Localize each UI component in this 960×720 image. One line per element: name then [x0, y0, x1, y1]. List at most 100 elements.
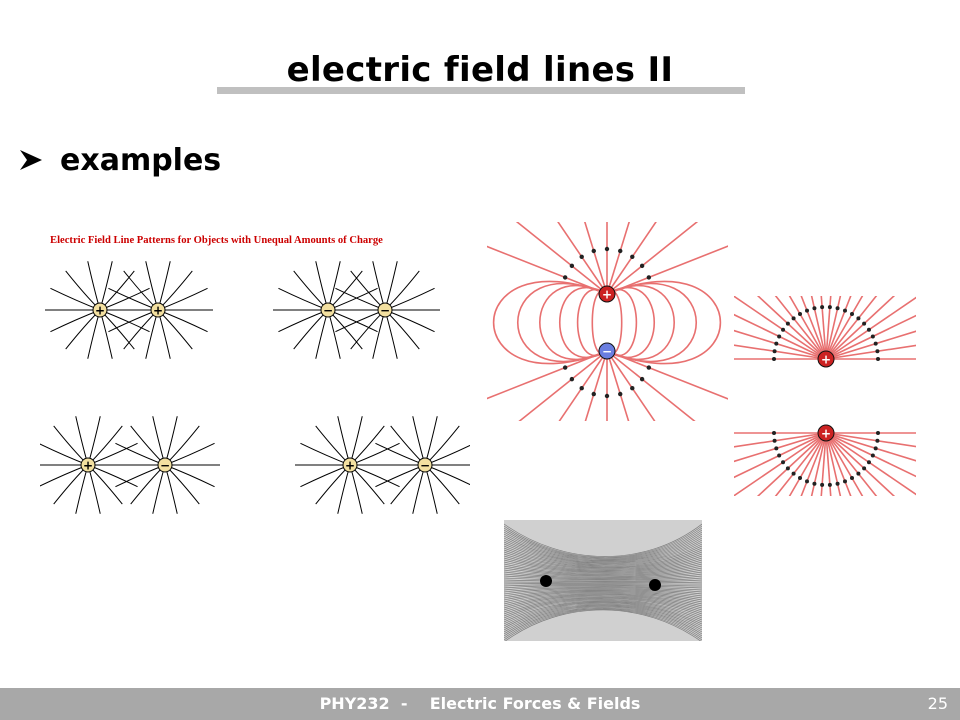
- field-arrow: [562, 275, 568, 280]
- dipole-radial-line: [606, 350, 696, 421]
- filings-streak: [504, 599, 702, 621]
- dipole-radial-line: [518, 350, 608, 421]
- dipole-radial-line: [584, 222, 608, 295]
- field-arrow: [604, 246, 610, 252]
- bw-charge-sign: −: [420, 459, 430, 473]
- field-arrow: [873, 446, 878, 451]
- filings-streak: [504, 545, 702, 567]
- field-arrow: [569, 376, 575, 382]
- field-arrow: [798, 311, 802, 316]
- dipole-field-lines: [487, 222, 728, 421]
- filings-texture: [504, 523, 702, 641]
- dipole-field-line: [606, 285, 675, 360]
- like-charges-field-lines: [734, 296, 916, 496]
- field-arrow: [850, 476, 854, 481]
- filings-streak: [504, 549, 702, 569]
- field-arrow: [876, 431, 880, 435]
- bw-field-line: [50, 287, 101, 311]
- filings-streak: [504, 584, 702, 587]
- filings-streak: [504, 609, 702, 641]
- filings-streak: [504, 601, 702, 625]
- field-arrow: [835, 481, 840, 486]
- dipole-radial-line: [606, 245, 728, 295]
- filings-streak: [504, 592, 702, 605]
- filings-streak: [504, 579, 702, 583]
- bw-charges: ++−−+−+−: [80, 302, 433, 473]
- filings-streak: [504, 539, 702, 565]
- bw-charge-sign: −: [380, 304, 390, 318]
- filings-streak: [504, 583, 702, 585]
- bw-charge-circle: [92, 302, 108, 318]
- dipole-radial-line: [515, 222, 608, 295]
- field-arrow: [646, 365, 652, 370]
- filings-streak: [504, 605, 702, 633]
- bw-field-line: [384, 309, 435, 333]
- filings-streak: [504, 608, 702, 641]
- negative-charge: [598, 342, 616, 360]
- field-arrow: [774, 446, 779, 451]
- field-arrow: [866, 460, 871, 465]
- dipole-field-arrows: [562, 246, 652, 399]
- filings-left-pole: [540, 575, 552, 587]
- field-arrow: [781, 460, 786, 465]
- field-arrow: [785, 466, 790, 471]
- field-arrow: [842, 479, 847, 484]
- filings-streak: [504, 553, 702, 571]
- bullet-item: examples: [18, 140, 221, 180]
- filings-streak: [504, 523, 702, 557]
- filings-streak: [504, 573, 702, 580]
- filings-streak: [504, 567, 702, 577]
- field-arrow: [772, 357, 776, 361]
- dipole-radial-line: [558, 350, 608, 421]
- bw-field-line: [335, 309, 386, 333]
- field-arrow: [862, 466, 867, 471]
- dipole-radial-line: [606, 350, 728, 400]
- like-field-line: [734, 313, 827, 360]
- dipole-field-line: [517, 282, 608, 363]
- field-arrow: [579, 254, 584, 259]
- bw-field-line: [40, 464, 89, 487]
- field-arrow: [639, 263, 645, 269]
- dipole-radial-line: [606, 222, 699, 295]
- field-arrow: [856, 316, 861, 321]
- filings-streak: [504, 606, 702, 635]
- field-arrow: [785, 321, 790, 326]
- bw-field-line: [327, 287, 378, 311]
- field-arrow: [842, 308, 847, 313]
- filings-streak: [504, 537, 702, 564]
- dipole-radial-line: [487, 350, 608, 400]
- dipole-radial-line: [557, 222, 608, 295]
- filings-streak: [504, 581, 702, 584]
- filings-streak: [504, 587, 702, 595]
- dipole-field-line: [606, 280, 721, 365]
- filings-streak: [504, 597, 702, 617]
- filings-streak: [504, 575, 702, 581]
- field-arrow: [569, 263, 575, 269]
- field-arrow: [812, 306, 817, 311]
- footer-course-title: PHY232 - Electric Forces & Fields: [319, 694, 641, 713]
- lower-positive-charge: [817, 424, 835, 442]
- field-arrow: [639, 376, 645, 382]
- filings-streak: [504, 588, 702, 597]
- arrowhead-bullet-icon: [20, 150, 42, 170]
- filings-streak: [504, 555, 702, 572]
- field-arrow: [777, 334, 782, 339]
- like-charges-field-arrows: [772, 305, 880, 487]
- field-arrow: [772, 431, 776, 435]
- dipole-field-line: [493, 280, 608, 365]
- field-arrow: [646, 275, 652, 280]
- filings-streak: [504, 594, 702, 609]
- bw-charge-circle: [150, 302, 166, 318]
- filings-streak: [504, 557, 702, 573]
- filings-streak: [504, 607, 702, 639]
- negative-charge-sign: −: [602, 345, 612, 359]
- bw-field-line: [278, 287, 329, 311]
- filings-streak: [504, 585, 702, 591]
- field-arrow: [835, 306, 840, 311]
- filings-streak: [504, 561, 702, 575]
- filings-streak: [504, 531, 702, 561]
- slide-footer: PHY232 - Electric Forces & Fields 25: [0, 688, 960, 720]
- filings-streak: [504, 551, 702, 570]
- filings-streak: [504, 602, 702, 627]
- filings-streak: [504, 529, 702, 560]
